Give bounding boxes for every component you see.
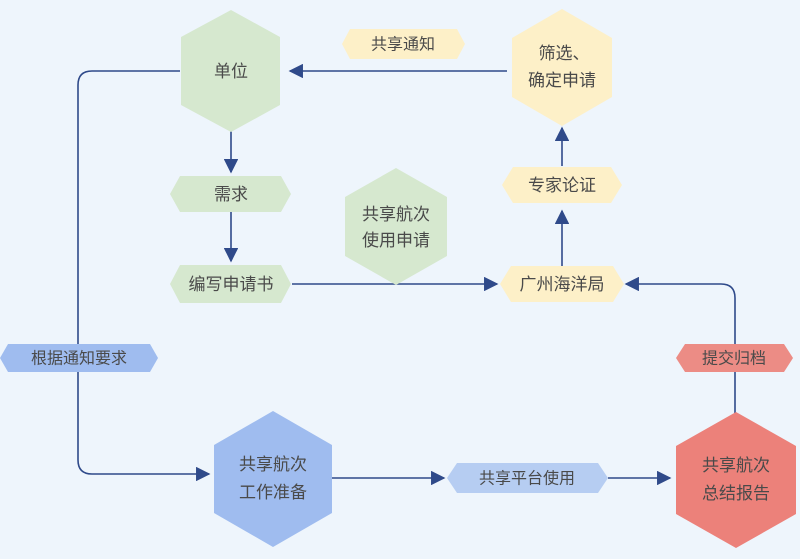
label-platform-use-shape xyxy=(447,463,608,493)
node-share-voyage-apply-shape xyxy=(345,168,447,285)
node-share-voyage-apply-line2: 使用申请 xyxy=(362,230,430,251)
node-prep-work-shape xyxy=(214,411,332,547)
node-expert-review-shape xyxy=(502,167,622,203)
node-expert-review: 专家论证 xyxy=(502,167,622,203)
label-submit-archive: 提交归档 xyxy=(676,344,793,372)
node-write-application: 编写申请书 xyxy=(170,265,291,303)
node-summary-report: 共享航次 总结报告 xyxy=(676,412,796,548)
label-share-notice-shape xyxy=(342,29,465,59)
node-share-voyage-apply: 共享航次 使用申请 xyxy=(345,168,447,285)
node-guangzhou-bureau-shape xyxy=(500,266,624,302)
node-write-application-label: 编写申请书 xyxy=(189,275,274,295)
node-screen-confirm: 筛选、 确定申请 xyxy=(512,9,612,126)
node-prep-work-line2: 工作准备 xyxy=(239,483,307,503)
node-prep-work: 共享航次 工作准备 xyxy=(214,411,332,547)
arrow-summary-to-bureau xyxy=(624,276,736,413)
connectors xyxy=(77,63,736,486)
arrow-unit-to-prep xyxy=(77,70,211,482)
node-screen-confirm-line2: 确定申请 xyxy=(528,71,596,91)
node-demand-shape xyxy=(170,176,291,212)
node-screen-confirm-line1: 筛选、 xyxy=(539,44,590,64)
node-summary-report-shape xyxy=(676,412,796,548)
label-notice-requirements-text: 根据通知要求 xyxy=(31,349,127,368)
label-platform-use: 共享平台使用 xyxy=(447,463,608,493)
node-unit: 单位 xyxy=(181,10,280,132)
node-guangzhou-bureau-label: 广州海洋局 xyxy=(520,275,605,295)
label-submit-archive-shape xyxy=(676,344,793,372)
node-share-voyage-apply-line1: 共享航次 xyxy=(362,205,430,225)
label-platform-use-text: 共享平台使用 xyxy=(479,469,575,488)
node-screen-confirm-shape xyxy=(512,9,612,126)
node-prep-work-line1: 共享航次 xyxy=(239,455,307,475)
node-write-application-shape xyxy=(170,265,291,303)
node-summary-report-line1: 共享航次 xyxy=(702,456,770,476)
label-share-notice: 共享通知 xyxy=(342,29,465,59)
node-unit-shape xyxy=(181,10,280,132)
label-notice-requirements-shape xyxy=(0,344,158,372)
node-guangzhou-bureau: 广州海洋局 xyxy=(500,266,624,302)
label-notice-requirements: 根据通知要求 xyxy=(0,344,158,372)
node-expert-review-label: 专家论证 xyxy=(528,176,596,196)
node-demand-label: 需求 xyxy=(214,185,248,205)
node-demand: 需求 xyxy=(170,176,291,212)
node-unit-label: 单位 xyxy=(214,62,248,82)
label-share-notice-text: 共享通知 xyxy=(371,35,435,54)
label-submit-archive-text: 提交归档 xyxy=(702,349,766,368)
node-summary-report-line2: 总结报告 xyxy=(702,484,770,504)
